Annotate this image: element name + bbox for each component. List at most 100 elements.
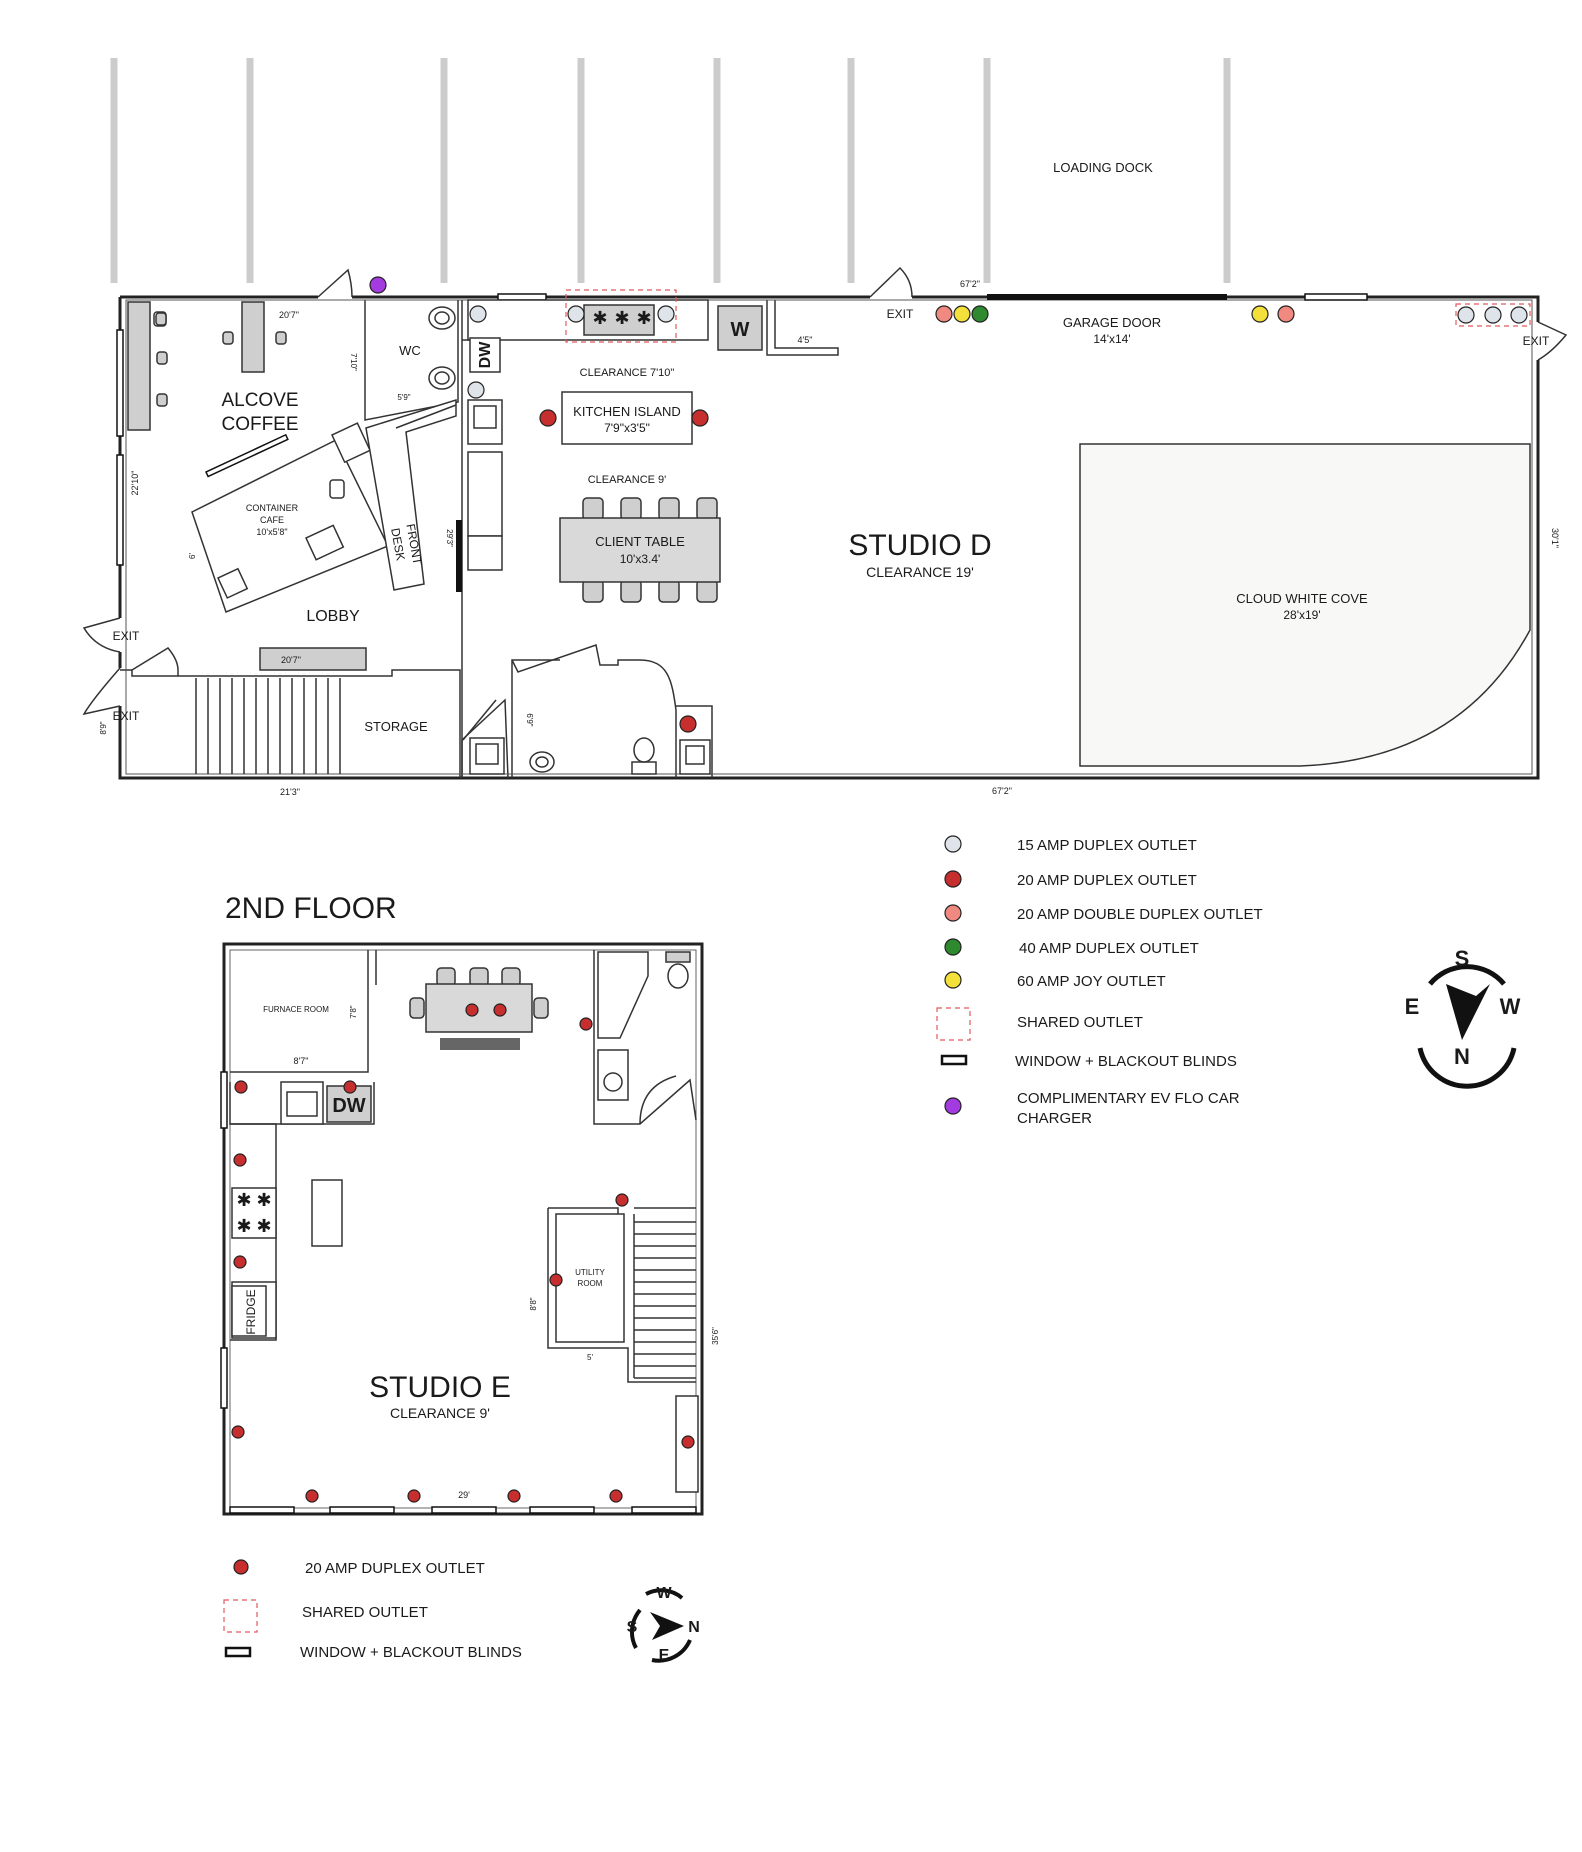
- exit-label-right: EXIT: [1523, 334, 1550, 348]
- lobby-label: LOBBY: [306, 608, 360, 625]
- w-side-dim: 4'5": [798, 335, 813, 345]
- compass2-bottom: E: [659, 1647, 670, 1664]
- legend-15amp-label: 15 AMP DUPLEX OUTLET: [1017, 837, 1197, 854]
- legend-shared-label: SHARED OUTLET: [1017, 1014, 1143, 1031]
- legend-ev-label-line2: CHARGER: [1017, 1110, 1092, 1127]
- compass1-bottom: N: [1454, 1044, 1470, 1069]
- compass1-top: S: [1455, 946, 1470, 971]
- wc-bottom-dim: 5'9": [397, 393, 410, 402]
- studio-d-label: STUDIO D: [848, 529, 991, 562]
- alcove-top-dim: 20'7": [279, 310, 299, 320]
- svg-text:✱: ✱: [256, 1190, 271, 1210]
- floor2-kitchen: DW ✱ ✱ ✱ ✱ FRIDGE: [231, 1081, 372, 1339]
- stairs: [195, 678, 341, 774]
- stairs-storage: 20'7" STORAGE 21'3": [195, 647, 428, 797]
- container-label-line2: CAFE: [260, 515, 284, 525]
- legend-60amp-icon: [944, 971, 962, 989]
- garage-size: 14'x14': [1093, 332, 1130, 346]
- stairs-top-dim: 20'7": [281, 655, 301, 665]
- bottom-right-dim: 67'2": [992, 786, 1012, 796]
- alcove-coffee: ALCOVE COFFEE 20'7" 22'10": [127, 301, 299, 496]
- loading-dock-label: LOADING DOCK: [1053, 160, 1153, 175]
- studio-d: STUDIO D CLEARANCE 19' 67'2" GARAGE DOOR…: [848, 279, 1560, 796]
- floor2-stairs: 35'6": [633, 1207, 720, 1493]
- desk-side-dim: 29'3": [445, 529, 454, 547]
- svg-text:✱: ✱: [236, 1190, 251, 1210]
- container-label-line1: CONTAINER: [246, 503, 299, 513]
- w-label: W: [731, 319, 750, 341]
- legend-20amp-label: 20 AMP DUPLEX OUTLET: [1017, 872, 1197, 889]
- studio-e-label: STUDIO E: [369, 1371, 511, 1404]
- legend2-shared-label: SHARED OUTLET: [302, 1604, 428, 1621]
- container-size: 10'x5'8": [256, 527, 287, 537]
- legend2-window-label: WINDOW + BLACKOUT BLINDS: [300, 1644, 522, 1661]
- furnace-label: FURNACE ROOM: [263, 1005, 329, 1014]
- svg-text:✱: ✱: [592, 308, 607, 328]
- wc: WC 7'10" 5'9": [349, 306, 456, 402]
- svg-text:✱: ✱: [614, 308, 629, 328]
- legend-ev-icon: [944, 1097, 962, 1115]
- utility-label-line2: ROOM: [578, 1279, 603, 1288]
- clearance-kitchen: CLEARANCE 7'10": [580, 367, 675, 379]
- alcove-label-line2: COFFEE: [221, 414, 298, 435]
- svg-text:✱: ✱: [256, 1216, 271, 1236]
- client-table-size: 10'x3.4': [620, 552, 661, 566]
- cove-label: CLOUD WHITE COVE: [1236, 591, 1368, 606]
- floor2-heading: 2ND FLOOR: [225, 892, 397, 925]
- legend2-window-icon: [224, 1646, 252, 1658]
- doors: [82, 266, 1568, 741]
- lower-bath: 6'9": [469, 713, 711, 775]
- utility-side-dim: 8'8": [529, 1297, 538, 1310]
- legend2-20amp-label: 20 AMP DUPLEX OUTLET: [305, 1560, 485, 1577]
- utility-label-line1: UTILITY: [575, 1268, 605, 1277]
- floor2-outlets: [231, 1003, 695, 1503]
- stove-f1: ✱ ✱ ✱: [583, 304, 655, 336]
- exit-label-stairs: EXIT: [113, 709, 140, 723]
- clearance-table: CLEARANCE 9': [588, 474, 667, 486]
- alcove-left-dim: 22'10": [130, 471, 140, 496]
- floor2-table: [409, 967, 549, 1050]
- studio-e-clearance: CLEARANCE 9': [390, 1405, 490, 1421]
- storage-label: STORAGE: [364, 719, 428, 734]
- legend-window-icon: [940, 1054, 968, 1066]
- legend-15amp-icon: [944, 835, 962, 853]
- exit2-side-dim: 8'9": [99, 721, 108, 734]
- legend-shared-icon: [936, 1007, 971, 1041]
- bottom-left-dim: 21'3": [280, 787, 300, 797]
- top-right-dim: 67'2": [960, 279, 980, 289]
- floor2-windows: [220, 1071, 697, 1514]
- legend-20amp-double-icon: [944, 904, 962, 922]
- front-desk: FRONT DESK 29'3": [365, 398, 457, 591]
- furnace-bottom-dim: 8'7": [294, 1056, 309, 1066]
- alcove-label-line1: ALCOVE: [221, 390, 298, 411]
- container-cafe: CONTAINER CAFE 10'x5'8" 6': [188, 422, 390, 613]
- studio-e: STUDIO E CLEARANCE 9' 29': [369, 1371, 511, 1500]
- compass-floor2-icon: W S N E: [627, 1585, 700, 1664]
- utility-room: UTILITY ROOM 8'8" 5': [529, 1268, 606, 1362]
- svg-text:✱: ✱: [636, 308, 651, 328]
- floor2-bottom-dim: 29': [458, 1490, 470, 1500]
- svg-text:✱: ✱: [236, 1216, 251, 1236]
- floor2-stove: ✱ ✱ ✱ ✱: [231, 1187, 277, 1239]
- kitchen: DW ✱ ✱ ✱ W 4'5" CLEARANCE 7'10" KITCHEN …: [467, 289, 813, 571]
- exits: EXIT EXIT EXIT EXIT 8'9": [99, 307, 1550, 735]
- wc-side-dim: 7'10": [349, 353, 358, 371]
- legend-ev-label-line1: COMPLIMENTARY EV FLO CAR: [1017, 1090, 1240, 1107]
- legend-40amp-icon: [944, 938, 962, 956]
- legend-floor2: 20 AMP DUPLEX OUTLET SHARED OUTLET WINDO…: [223, 1559, 522, 1661]
- dw-label-f1: DW: [477, 341, 494, 369]
- client-table-label: CLIENT TABLE: [595, 534, 685, 549]
- garage-label: GARAGE DOOR: [1063, 315, 1161, 330]
- legend-40amp-label: 40 AMP DUPLEX OUTLET: [1019, 940, 1199, 957]
- fridge-label: FRIDGE: [244, 1289, 258, 1334]
- kitchen-island-label: KITCHEN ISLAND: [573, 404, 681, 419]
- legend-20amp-icon: [944, 870, 962, 888]
- compass1-right: W: [1500, 994, 1521, 1019]
- studio-d-clearance: CLEARANCE 19': [866, 564, 974, 580]
- compass2-top: W: [656, 1585, 672, 1602]
- front-desk-line2: DESK: [388, 527, 407, 562]
- exit-label-lobby: EXIT: [113, 629, 140, 643]
- legend-window-label: WINDOW + BLACKOUT BLINDS: [1015, 1053, 1237, 1070]
- container-side-dim: 6': [188, 553, 197, 559]
